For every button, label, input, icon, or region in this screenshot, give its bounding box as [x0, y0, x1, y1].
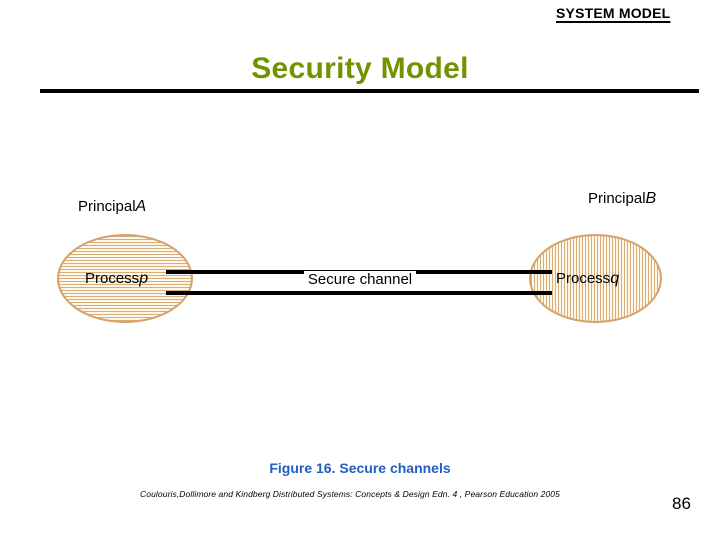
- principal-a-prefix: Principal: [78, 198, 136, 215]
- title-divider: [40, 89, 699, 93]
- attribution-text: Coulouris,Dollimore and Kindberg Distrib…: [140, 489, 560, 499]
- figure-caption: Figure 16. Secure channels: [269, 460, 451, 476]
- process-p-prefix: Process: [85, 270, 140, 287]
- page-number: 86: [672, 494, 691, 513]
- secure-channel-line-bottom: [166, 291, 552, 295]
- principal-a-label: PrincipalA: [78, 198, 146, 216]
- process-q-prefix: Process: [556, 270, 611, 287]
- secure-channel-label: Secure channel: [0, 271, 720, 288]
- process-q-name: q: [610, 270, 620, 287]
- secure-channel-label-text: Secure channel: [303, 271, 417, 288]
- process-p-ellipse: [57, 234, 193, 323]
- principal-b-label: PrincipalB: [588, 190, 656, 208]
- principal-b-name: B: [645, 190, 657, 207]
- process-q-ellipse: [529, 234, 662, 323]
- principal-a-name: A: [135, 198, 147, 215]
- page-title: Security Model: [251, 52, 469, 85]
- principal-b-prefix: Principal: [588, 190, 646, 207]
- slide-kicker: SYSTEM MODEL: [556, 5, 671, 21]
- process-p-label: Processp: [85, 270, 148, 288]
- process-q-label: Processq: [556, 270, 619, 288]
- process-p-name: p: [139, 270, 149, 287]
